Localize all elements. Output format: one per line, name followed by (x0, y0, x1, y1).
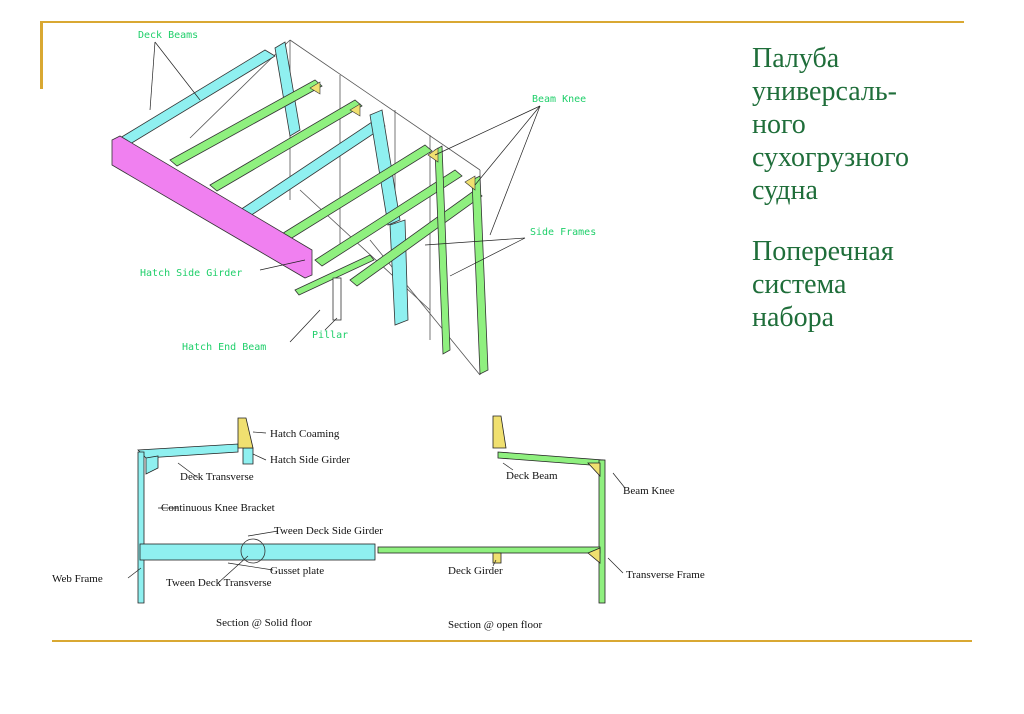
iso-label-hatch-side-girder: Hatch Side Girder (140, 268, 242, 279)
section-label-hatch-side-girder: Hatch Side Girder (270, 454, 350, 466)
green-members (169, 79, 489, 375)
title-line: сухогрузного (752, 142, 909, 173)
section-label-hatch-coaming: Hatch Coaming (270, 428, 340, 440)
top-rule (40, 21, 964, 23)
subtitle-line: система (752, 269, 847, 300)
section-label-gusset-plate: Gusset plate (270, 565, 324, 577)
section-label-web-frame: Web Frame (52, 573, 103, 585)
pillar-shape (332, 277, 342, 321)
bottom-rule (52, 640, 972, 642)
section-label-solid-floor: Section @ Solid floor (216, 617, 312, 629)
title-gap (752, 207, 992, 235)
section-label-tween-deck-transverse: Tween Deck Transverse (166, 577, 272, 589)
gusset-plate-circle (240, 538, 266, 564)
title-line: универсаль- (752, 76, 897, 107)
section-label-deck-beam: Deck Beam (506, 470, 558, 482)
cross-section-diagram: Hatch Coaming Hatch Side Girder Deck Tra… (52, 415, 705, 631)
title-line: ного (752, 109, 806, 140)
iso-label-hatch-end-beam: Hatch End Beam (182, 342, 266, 353)
section-label-continuous-knee-bracket: Continuous Knee Bracket (161, 502, 275, 514)
iso-label-deck-beams: Deck Beams (138, 30, 198, 41)
slide-title: Палуба универсаль- ного сухогрузного суд… (752, 42, 992, 334)
iso-label-side-frames: Side Frames (530, 227, 596, 238)
section-label-beam-knee: Beam Knee (623, 485, 675, 497)
section-green-structure (377, 451, 606, 604)
section-label-open-floor: Section @ open floor (448, 619, 542, 631)
section-label-deck-transverse: Deck Transverse (180, 471, 254, 483)
section-cyan-structure (137, 443, 376, 604)
iso-leaders (149, 41, 541, 343)
iso-label-pillar: Pillar (312, 330, 348, 341)
left-rule (40, 21, 43, 89)
section-label-tween-deck-side-girder: Tween Deck Side Girder (274, 525, 383, 537)
section-label-transverse-frame: Transverse Frame (626, 569, 705, 581)
section-yellow-parts (237, 415, 601, 564)
iso-label-beam-knee: Beam Knee (532, 94, 586, 105)
subtitle-line: Поперечная (752, 236, 894, 267)
subtitle-line: набора (752, 302, 835, 333)
title-line: судна (752, 175, 818, 206)
section-leaders (127, 431, 626, 584)
section-label-deck-girder: Deck Girder (448, 565, 503, 577)
hatch-side-girder-plate (111, 135, 313, 279)
iso-knees (309, 81, 476, 191)
title-line: Палуба (752, 43, 840, 74)
isometric-deck-diagram: Deck Beams Beam Knee Side Frames Hatch S… (111, 30, 596, 376)
